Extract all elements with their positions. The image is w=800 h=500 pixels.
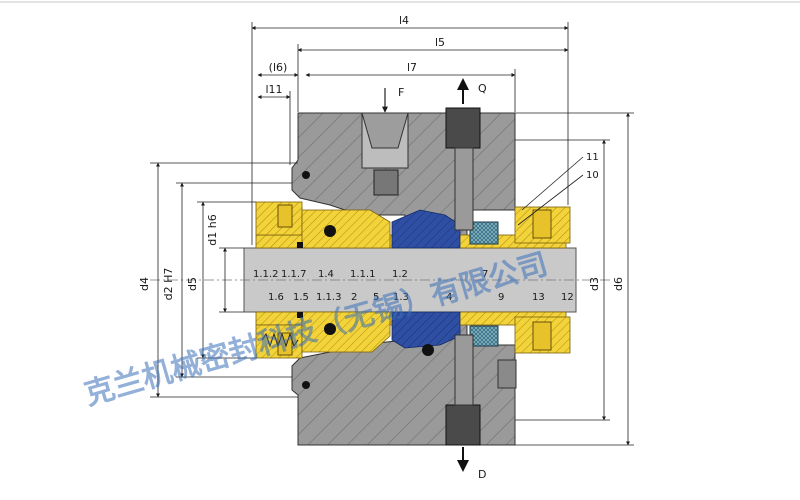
part-label: 9 [498,292,504,303]
rotating-seal-ring [261,209,391,353]
callout-11: 11 [586,152,599,163]
callouts: 11 10 [586,152,599,181]
part-label: 1.4 [318,269,334,280]
o-rings [297,171,434,389]
callout-10: 10 [586,170,599,181]
part-label: 1.1.3 [316,292,341,303]
part-label: 13 [532,292,545,303]
part-label: 2 [351,292,357,303]
port-q [445,78,481,231]
part-label: 1.3 [393,292,409,303]
dim-d1: d1 h6 [206,214,219,245]
part-label: 12 [561,292,574,303]
port-d [445,334,481,472]
dim-l11: l11 [265,83,282,96]
dim-d6: d6 [612,277,625,291]
part-label: 5 [373,292,379,303]
part-label: 1.1.2 [253,269,278,280]
label-q: Q [478,82,487,95]
dim-l5: l5 [435,36,445,49]
label-f: F [398,86,404,99]
port-labels: F Q D [398,82,487,481]
dim-d2: d2 H7 [162,268,175,301]
dim-l7: l7 [407,61,417,74]
dim-d5: d5 [186,277,199,291]
part-label: 4 [446,292,452,303]
port-f [361,88,409,196]
dim-d3: d3 [588,277,601,291]
dim-d4: d4 [138,277,151,291]
part-labels-upper: 1.1.2 1.1.7 1.4 1.1.1 1.2 7 [253,269,488,280]
dimension-labels: l4 l5 (l6) l7 l11 d4 d2 H7 d5 d1 h6 d3 d… [138,14,625,300]
gland-insert [469,221,499,347]
label-d: D [478,468,486,481]
part-label: 1.6 [268,292,284,303]
part-label: 1.1.7 [281,269,306,280]
part-label: 1.2 [392,269,408,280]
part-label: 1.1.1 [350,269,375,280]
part-label: 7 [482,269,488,280]
dim-l6: (l6) [269,61,288,74]
clamp-ring [497,206,571,389]
part-labels-lower: 1.6 1.5 1.1.3 2 5 1.3 4 9 13 12 [268,292,574,303]
part-label: 1.5 [293,292,309,303]
dim-l4: l4 [399,14,409,27]
dimension-lines [150,22,634,446]
